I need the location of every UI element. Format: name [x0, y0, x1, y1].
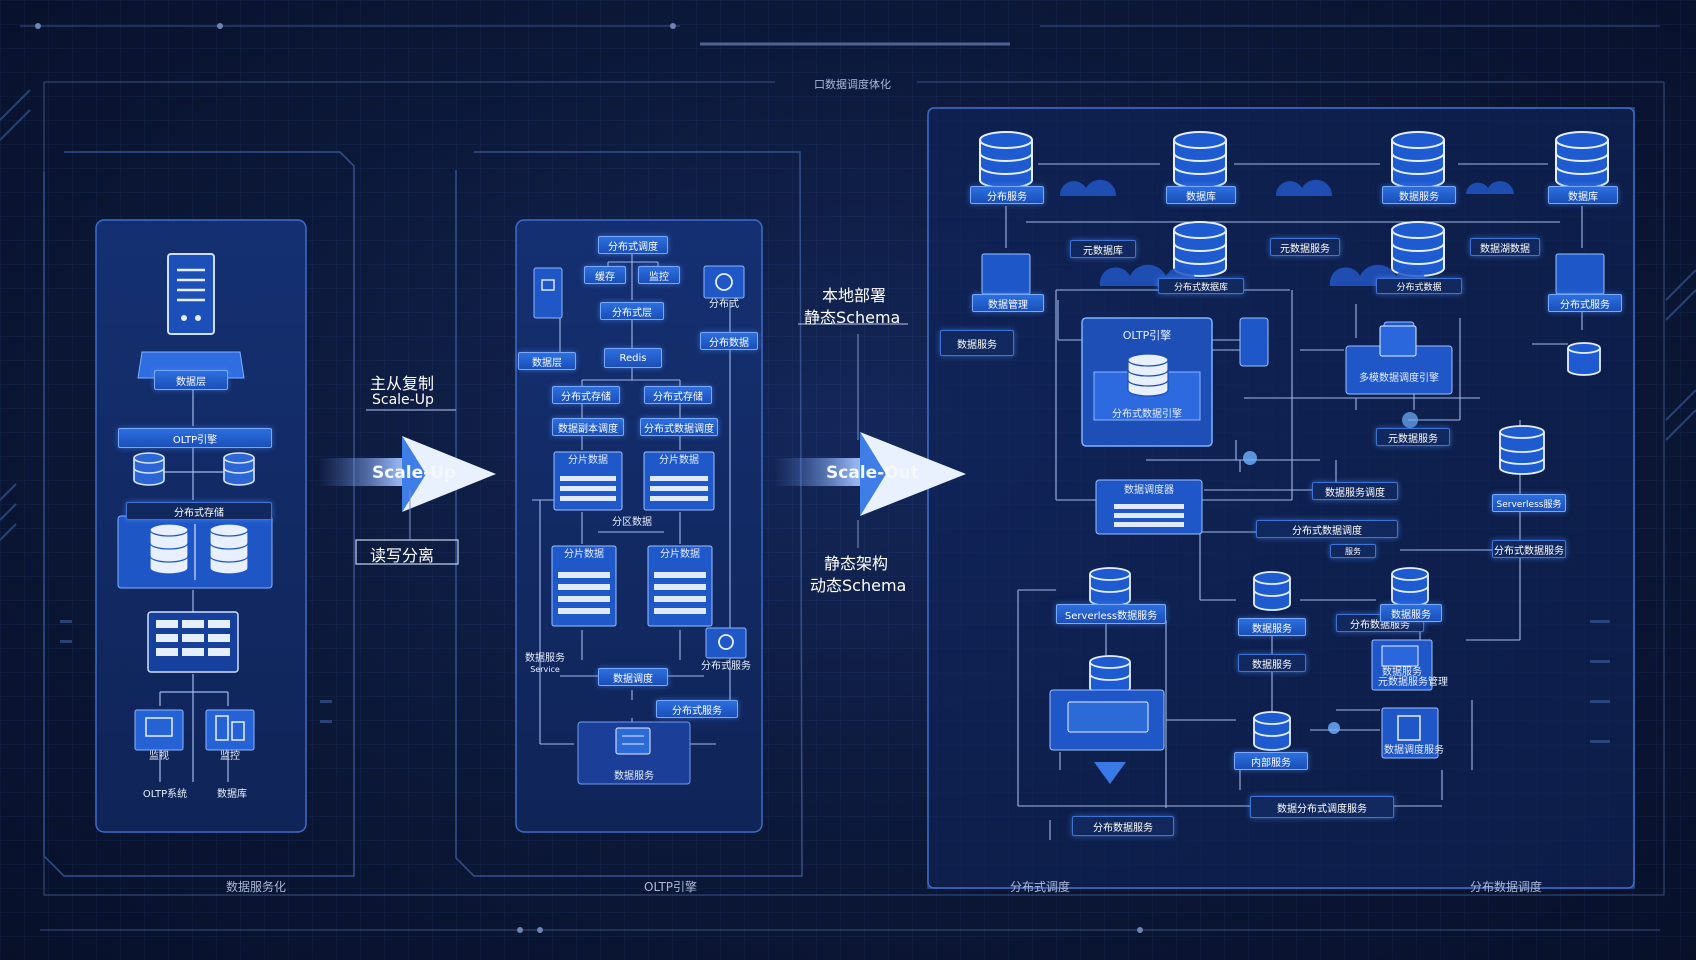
- mid-row3-b: 分布式存储: [644, 386, 712, 404]
- right-node-d: 数据服务: [1382, 667, 1422, 678]
- right-top-db-4: 数据库: [1548, 186, 1618, 204]
- rw-split-frame: [355, 539, 459, 565]
- right-tag2: 分布式数据调度: [1256, 520, 1398, 538]
- glow-dots: [1243, 412, 1418, 734]
- mid-partition: 分区数据: [612, 517, 652, 528]
- left-caption: 数据服务化: [226, 880, 287, 894]
- mid-bottom-node: 数据服务: [614, 771, 654, 782]
- right-cloud-db2: 分布式数据: [1376, 278, 1462, 294]
- middle-tables: [551, 451, 715, 627]
- corner-hatch: [0, 89, 1696, 541]
- right-top-db-1: 分布服务: [970, 186, 1044, 204]
- mid-bottom-box: 分布式服务: [656, 700, 738, 718]
- scale-out-arrow: [774, 432, 966, 516]
- mid-left-small2: Service: [530, 665, 560, 674]
- mid-left-box: 数据层: [518, 352, 576, 370]
- left-bottom-label-1: OLTP系统: [142, 789, 188, 800]
- right-top-db-3: 数据服务: [1382, 186, 1456, 204]
- right-serverless: Serverless服务: [1492, 494, 1566, 512]
- mid-shard-a: 分片数据: [568, 455, 608, 466]
- mid-top-box: 分布式调度: [598, 236, 668, 254]
- right-small-label: 元数据服务: [1376, 428, 1450, 446]
- right-tag3: 分布式数据服务: [1492, 540, 1566, 558]
- left-db-label: 数据层: [154, 370, 228, 390]
- left-engine-label: OLTP引擎: [118, 428, 272, 448]
- left-storage-dbs: [149, 523, 249, 575]
- edge-bars: [60, 620, 1610, 743]
- right-side-left: 数据管理: [972, 294, 1044, 312]
- right-tag1: 数据服务调度: [1312, 482, 1398, 500]
- mid-row3-a: 分布式存储: [552, 386, 620, 404]
- mid-shard-b: 分片数据: [659, 455, 699, 466]
- mid-row1-a: 缓存: [584, 266, 626, 284]
- left-table-icon: [147, 611, 239, 673]
- mid-redis-top: 分布式层: [600, 302, 664, 320]
- left-connectors: [159, 390, 229, 782]
- mid-sched: 数据调度: [598, 668, 668, 686]
- right-row2-left: 元数据库: [1070, 240, 1136, 258]
- scale-up-arrow: [318, 436, 496, 512]
- mid-row1-b: 监控: [638, 266, 680, 284]
- mid-row4-a: 数据副本调度: [552, 418, 624, 436]
- transition2-line1: 本地部署: [822, 286, 887, 305]
- mid-row4-b: 分布式数据调度: [640, 418, 718, 436]
- right-top-db-2: 数据库: [1166, 186, 1236, 204]
- right-node-g: 内部服务: [1234, 752, 1308, 770]
- mid-redis: Redis: [604, 348, 662, 368]
- header-title: 口数据调度体化: [810, 76, 895, 92]
- right-side-left-b: 数据服务: [940, 330, 1014, 356]
- right-small-dbs: [1089, 342, 1601, 751]
- right-serverless-left: Serverless数据服务: [1056, 604, 1166, 624]
- right-tag4: 服务: [1330, 544, 1376, 558]
- right-node-f: 元数据服务管理: [1378, 677, 1448, 688]
- middle-panel-bg: [515, 219, 763, 833]
- transition2-bottom-2: 动态Schema: [810, 576, 907, 595]
- right-node-c: 数据服务: [1238, 654, 1306, 672]
- mid-left-small: 数据服务: [525, 653, 565, 664]
- oltp-title: OLTP引擎: [1122, 329, 1172, 342]
- scale-up-label: Scale-Up: [372, 463, 457, 483]
- right-caption-left: 分布式调度: [1010, 880, 1071, 894]
- mid-shard2-a: 分片数据: [564, 549, 604, 560]
- right-side-right: 分布式服务: [1548, 294, 1622, 312]
- frame-dots: [35, 23, 1143, 933]
- left-bottom-label-2: 数据库: [217, 789, 247, 800]
- middle-icons: [533, 265, 747, 785]
- mid-right-small: 分布式服务: [701, 661, 751, 672]
- mid-shard2-b: 分片数据: [660, 549, 700, 560]
- oltp-sub: 分布式数据引擎: [1112, 409, 1182, 420]
- right-table-label: 数据调度器: [1124, 485, 1174, 496]
- transition1-line1: 主从复制: [370, 374, 435, 393]
- right-node-e: 数据调度服务: [1384, 745, 1444, 756]
- mid-right-icon-label: 分布式: [709, 299, 739, 310]
- rw-split-label: 读写分离: [370, 546, 435, 565]
- mid-right-box: 分布数据: [700, 332, 758, 350]
- left-icon-label-1: 监视: [149, 751, 169, 762]
- right-lower-icons: [1371, 639, 1439, 759]
- left-storage-label: 分布式存储: [126, 502, 272, 520]
- right-node-a: 数据服务: [1238, 618, 1306, 636]
- right-row2-mid: 分布式数据库: [1158, 278, 1244, 294]
- right-bottom-wide: 数据分布式调度服务: [1250, 796, 1394, 818]
- right-row2-right: 元数据服务: [1270, 238, 1340, 256]
- mid-caption: OLTP引擎: [644, 880, 698, 894]
- right-cloud-db1: 数据湖数据: [1470, 238, 1540, 256]
- left-db-pair: [133, 452, 255, 486]
- transition1-line2: Scale-Up: [372, 392, 434, 408]
- right-node-b: 数据服务: [1380, 604, 1442, 622]
- transition2-line2: 静态Schema: [804, 308, 901, 327]
- right-bottom-tag: 分布数据服务: [1072, 816, 1174, 836]
- transition2-bottom-1: 静态架构: [824, 554, 889, 573]
- scale-out-label: Scale-Out: [826, 463, 919, 483]
- right-top-dbs: [979, 131, 1609, 277]
- left-monitor-icons: [134, 709, 255, 751]
- right-caption-right: 分布数据调度: [1470, 880, 1543, 894]
- right-block-label: 多模数据调度引擎: [1359, 373, 1439, 384]
- left-icon-label-2: 监控: [220, 751, 240, 762]
